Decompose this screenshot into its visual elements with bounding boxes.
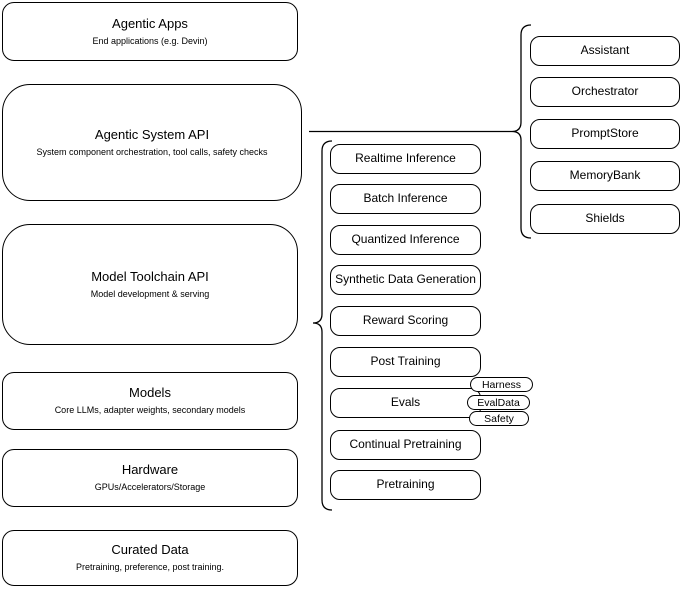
box-curated-data: Curated Data Pretraining, preference, po… [2,530,298,586]
box-title: Agentic System API [94,126,210,142]
box-subtitle: System component orchestration, tool cal… [36,146,268,157]
box-title: Models [129,385,171,401]
component-promptstore: PromptStore [530,119,680,149]
component-orchestrator: Orchestrator [530,77,680,107]
box-model-toolchain-api: Model Toolchain API Model development & … [2,224,298,345]
box-title: Hardware [121,462,179,478]
box-subtitle: GPUs/Accelerators/Storage [94,482,206,493]
box-subtitle: End applications (e.g. Devin) [92,35,208,46]
curly-brace-toolchain [312,140,333,511]
box-subtitle: Pretraining, preference, post training. [75,562,225,573]
box-title: Curated Data [111,542,189,558]
toolchain-item-post-training: Post Training [330,347,481,377]
toolchain-item-realtime-inference: Realtime Inference [330,144,481,174]
box-agentic-apps: Agentic Apps End applications (e.g. Devi… [2,2,298,61]
eval-tag-safety: Safety [469,411,529,426]
curly-brace-system-components [511,24,532,239]
box-subtitle: Core LLMs, adapter weights, secondary mo… [54,405,246,416]
toolchain-item-synthetic-data-generation: Synthetic Data Generation [330,265,481,295]
toolchain-item-pretraining: Pretraining [330,470,481,500]
component-shields: Shields [530,204,680,234]
toolchain-item-batch-inference: Batch Inference [330,184,481,214]
box-agentic-system-api: Agentic System API System component orch… [2,84,302,201]
component-memorybank: MemoryBank [530,161,680,191]
toolchain-item-quantized-inference: Quantized Inference [330,225,481,255]
box-title: Model Toolchain API [91,268,209,284]
box-subtitle: Model development & serving [90,288,210,299]
box-models: Models Core LLMs, adapter weights, secon… [2,372,298,430]
box-title: Agentic Apps [112,15,188,31]
toolchain-item-continual-pretraining: Continual Pretraining [330,430,481,460]
component-assistant: Assistant [530,36,680,66]
toolchain-item-evals: Evals [330,388,481,418]
eval-tag-harness: Harness [470,377,533,392]
toolchain-item-reward-scoring: Reward Scoring [330,306,481,336]
box-hardware: Hardware GPUs/Accelerators/Storage [2,449,298,507]
eval-tag-evaldata: EvalData [467,395,530,410]
